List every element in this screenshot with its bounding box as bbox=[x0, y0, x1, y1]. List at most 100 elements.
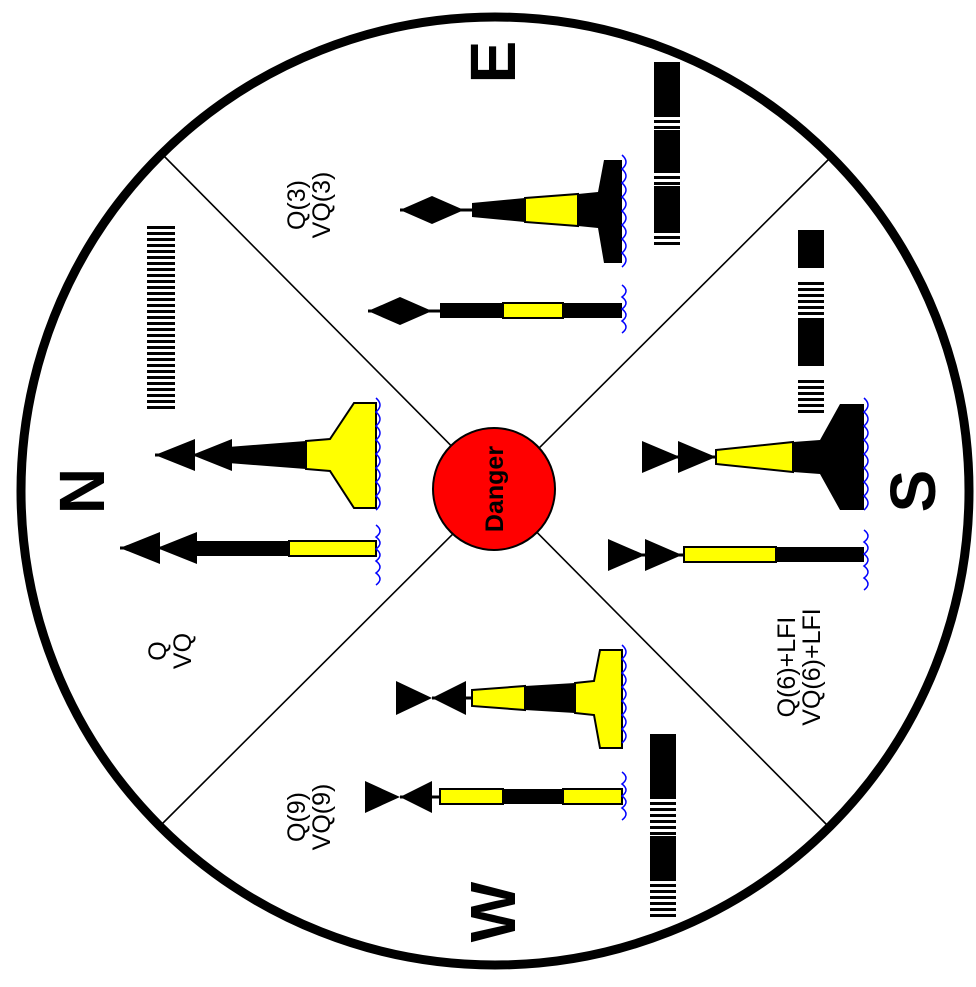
rhythm-flash bbox=[147, 280, 175, 283]
rhythm-label-south: Q(6)+LFI VQ(6)+LFI bbox=[773, 608, 826, 725]
buoy-body-black bbox=[776, 547, 864, 562]
rhythm-flash bbox=[147, 328, 175, 331]
buoy-body-black bbox=[228, 441, 306, 469]
rhythm-eclipse bbox=[654, 186, 680, 230]
light-rhythm-bars bbox=[147, 62, 824, 920]
rhythm-flash bbox=[147, 244, 175, 247]
rhythm-flash bbox=[798, 398, 824, 401]
rhythm-flash bbox=[147, 376, 175, 379]
rhythm-flash bbox=[147, 370, 175, 373]
direction-letter-east: E bbox=[457, 41, 529, 84]
water-line bbox=[374, 524, 381, 586]
rhythm-flash bbox=[654, 120, 680, 123]
rhythm-flash bbox=[798, 404, 824, 407]
rhythm-line2: VQ(3) bbox=[308, 172, 336, 239]
danger-circle bbox=[432, 427, 556, 551]
rhythm-flash bbox=[147, 310, 175, 313]
rhythm-flash bbox=[147, 322, 175, 325]
rhythm-long-flash bbox=[798, 366, 824, 380]
buoy-body-black bbox=[503, 789, 563, 804]
rhythm-flash bbox=[798, 306, 824, 309]
rhythm-flash bbox=[654, 176, 680, 179]
rhythm-line1: Q(9) bbox=[283, 792, 311, 842]
rhythm-flash bbox=[147, 382, 175, 385]
rhythm-flash bbox=[147, 340, 175, 343]
rhythm-flash bbox=[147, 406, 175, 409]
direction-letter-south: S bbox=[877, 470, 949, 513]
rhythm-flash bbox=[147, 262, 175, 265]
rhythm-flash bbox=[654, 126, 680, 129]
rhythm-flash bbox=[654, 236, 680, 239]
rhythm-eclipse bbox=[650, 734, 676, 796]
rhythm-flash bbox=[650, 826, 676, 829]
rhythm-flash bbox=[147, 292, 175, 295]
rhythm-line1: Q(3) bbox=[283, 180, 311, 230]
rhythm-label-east: Q(3) VQ(3) bbox=[283, 172, 336, 239]
buoy-body-yellow bbox=[471, 684, 526, 712]
rhythm-flash bbox=[147, 334, 175, 337]
rhythm-flash bbox=[650, 820, 676, 823]
rhythm-flash bbox=[650, 796, 676, 799]
rhythm-flash bbox=[147, 232, 175, 235]
rhythm-label-west: Q(9) VQ(9) bbox=[283, 784, 336, 851]
rhythm-flash bbox=[798, 380, 824, 383]
buoy-body-black bbox=[563, 303, 622, 318]
buoy-body-black bbox=[197, 541, 289, 556]
east-pillar-buoy bbox=[400, 154, 627, 268]
rhythm-flash bbox=[147, 316, 175, 319]
rhythm-flash bbox=[654, 114, 680, 117]
buoy-body-black bbox=[440, 303, 503, 318]
rhythm-flash bbox=[798, 410, 824, 413]
water-line bbox=[374, 397, 381, 511]
rhythm-flash bbox=[798, 288, 824, 291]
west-pillar-buoy bbox=[396, 644, 627, 749]
buoy-body-black bbox=[472, 198, 525, 222]
rhythm-flash bbox=[798, 392, 824, 395]
rhythm-flash bbox=[147, 298, 175, 301]
water-line bbox=[620, 644, 627, 744]
rhythm-line2: VQ bbox=[169, 633, 197, 669]
rhythm-flash bbox=[650, 814, 676, 817]
rhythm-flash bbox=[650, 890, 676, 893]
rhythm-flash bbox=[654, 170, 680, 173]
rhythm-flash bbox=[798, 312, 824, 315]
north-pillar-buoy bbox=[155, 397, 381, 511]
direction-letter-north: N bbox=[46, 468, 118, 514]
buoy-body-yellow bbox=[524, 192, 579, 228]
buoy-body-yellow bbox=[305, 402, 377, 509]
rhythm-flash bbox=[147, 364, 175, 367]
buoy-body-black bbox=[793, 404, 864, 510]
rhythm-flash bbox=[654, 230, 680, 233]
buoy-body-yellow bbox=[439, 788, 504, 805]
buoy-body-black bbox=[525, 683, 575, 713]
rhythm-flash bbox=[798, 294, 824, 297]
rhythm-flash bbox=[147, 394, 175, 397]
buoy-body-yellow bbox=[288, 540, 377, 557]
rhythm-line1: Q(6)+LFI bbox=[773, 617, 801, 718]
south-pillar-buoy bbox=[642, 397, 869, 511]
rhythm-flash bbox=[147, 250, 175, 253]
rhythm-flash bbox=[147, 400, 175, 403]
buoy-body-yellow bbox=[502, 302, 564, 319]
water-line bbox=[862, 529, 869, 591]
rhythm-line2: VQ(6)+LFI bbox=[798, 608, 826, 725]
rhythm-flash bbox=[650, 914, 676, 917]
rhythm-flash bbox=[650, 808, 676, 811]
rhythm-flash bbox=[147, 388, 175, 391]
rhythm-flash bbox=[650, 896, 676, 899]
danger-label: Danger bbox=[481, 446, 509, 532]
rhythm-eclipse bbox=[654, 62, 680, 114]
rhythm-line2: VQ(9) bbox=[308, 784, 336, 851]
rhythm-line1: Q bbox=[144, 641, 172, 660]
water-line bbox=[620, 154, 627, 268]
rhythm-flash bbox=[650, 884, 676, 887]
rhythm-flash bbox=[147, 238, 175, 241]
east-spar-buoy bbox=[368, 284, 627, 334]
rhythm-flash bbox=[798, 282, 824, 285]
rhythm-flash bbox=[650, 802, 676, 805]
rhythm-flash bbox=[654, 242, 680, 245]
rhythm-flash bbox=[147, 268, 175, 271]
buoy-body-yellow bbox=[562, 788, 623, 805]
water-line bbox=[620, 771, 627, 821]
